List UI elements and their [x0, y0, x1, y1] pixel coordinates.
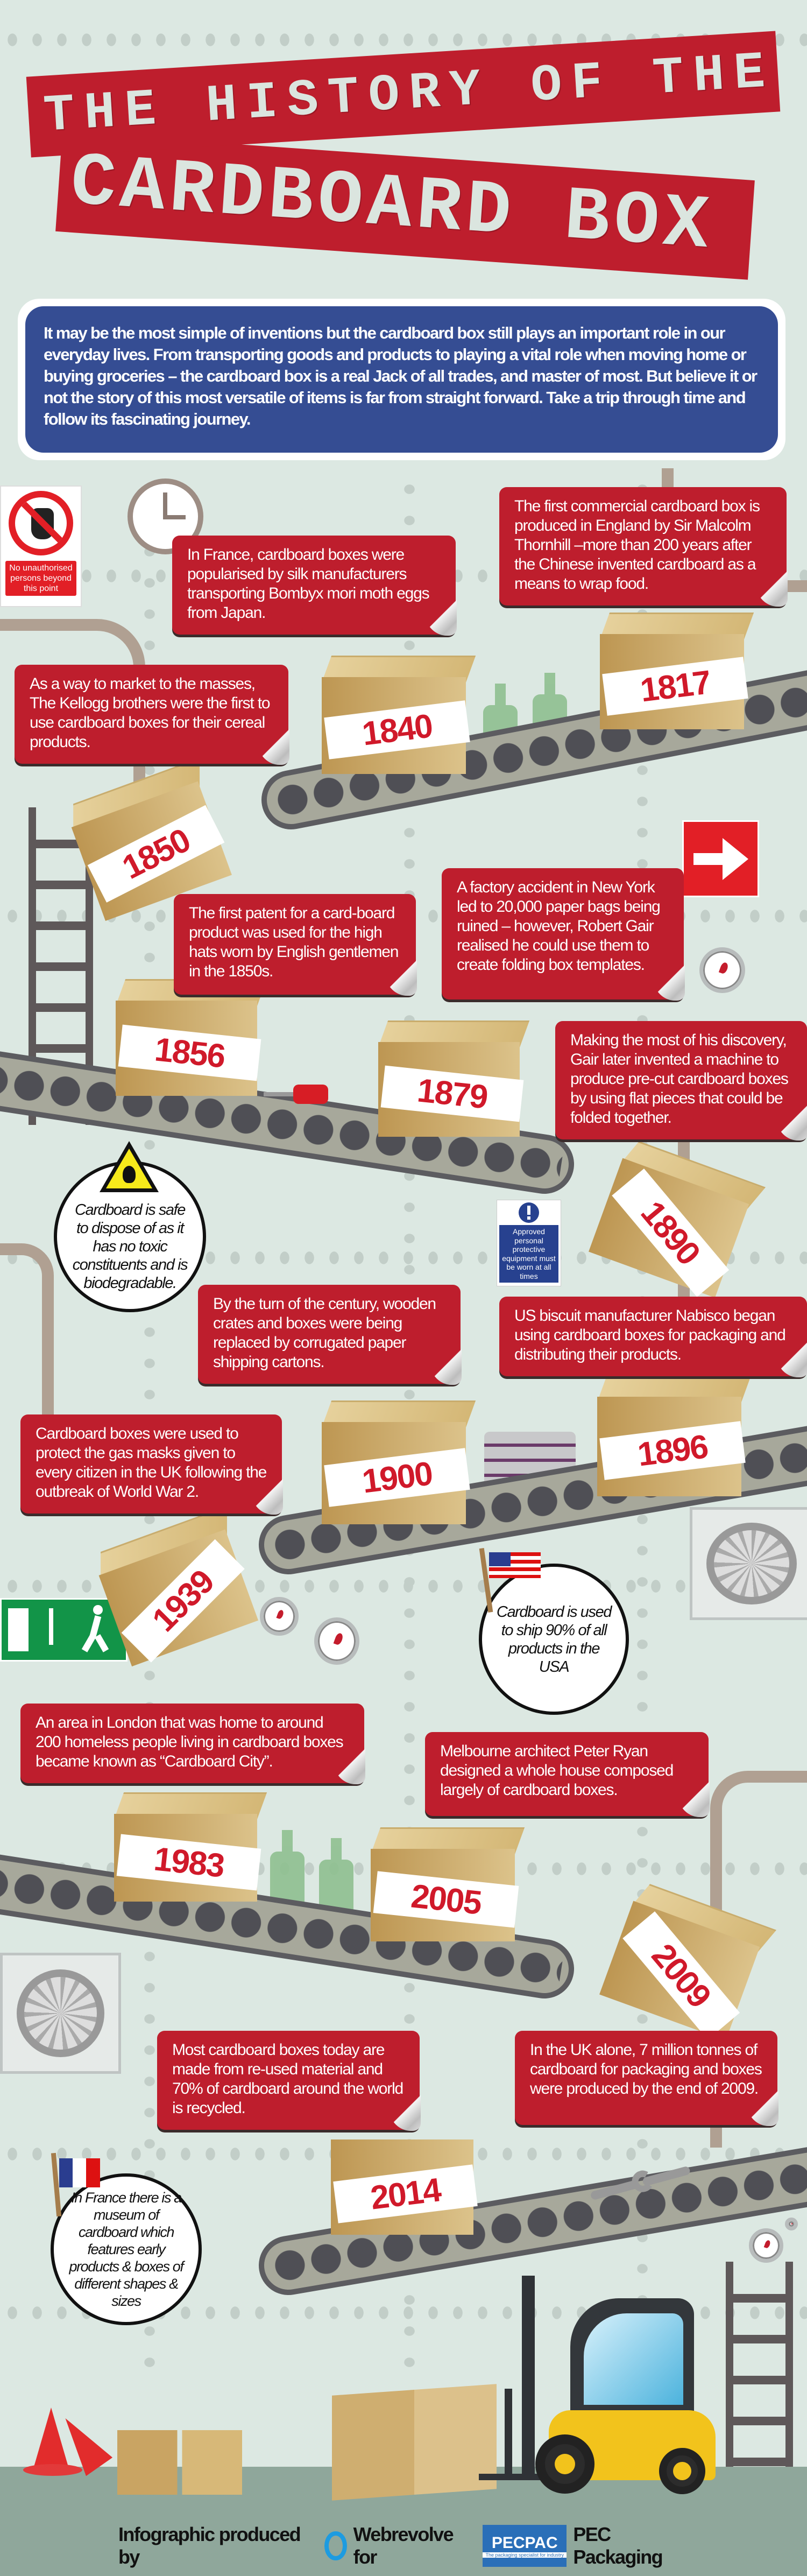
france-flag-icon — [51, 2152, 102, 2218]
box-1817: 1817 — [600, 613, 754, 729]
fact-note-1850: As a way to market to the masses, The Ke… — [15, 665, 289, 765]
pressure-gauge — [749, 2228, 783, 2263]
arrow-right-icon — [693, 853, 726, 865]
box-2014: 2014 — [331, 2139, 478, 2235]
fact-note-1983: An area in London that was home to aroun… — [20, 1704, 365, 1784]
pressure-gauge — [260, 1597, 299, 1636]
fact-note-2009: In the UK alone, 7 million tonnes of car… — [515, 2031, 778, 2126]
box-1900: 1900 — [322, 1400, 476, 1524]
box-2005: 2005 — [371, 1827, 525, 1941]
screwdriver-icon — [264, 1085, 328, 1104]
intro-panel: It may be the most simple of inventions … — [18, 299, 785, 460]
box-pile — [332, 2384, 497, 2501]
fact-note-1890: Making the most of his discovery, Gair l… — [555, 1021, 807, 1141]
fact-note-1817: The first commercial cardboard box is pr… — [499, 487, 788, 607]
no-entry-text: No unauthorised persons beyond this poin… — [5, 561, 76, 596]
title-line2: CARDBOARD BOX — [67, 139, 716, 270]
small-boxes — [117, 2430, 242, 2495]
webrevolve-logo-icon — [324, 2531, 347, 2560]
no-entry-hand-icon — [9, 491, 73, 555]
fact-note-2005: Melbourne architect Peter Ryan designed … — [425, 1732, 710, 1817]
footer-produced-by: Infographic produced by — [118, 2523, 301, 2568]
title-banner-line1: THE HISTORY OF THE — [26, 31, 781, 158]
box-1840: 1840 — [322, 656, 476, 774]
footer-agency: Webrevolve for — [353, 2523, 454, 2568]
title-banner-line2: CARDBOARD BOX — [55, 132, 755, 280]
pressure-gauge — [699, 947, 745, 993]
fact-note-1896: US biscuit manufacturer Nabisco began us… — [499, 1297, 807, 1377]
pressure-gauge — [785, 2218, 798, 2230]
fact-circle-safe: Cardboard is safe to dispose of as it ha… — [54, 1161, 206, 1312]
no-entry-sign: No unauthorised persons beyond this poin… — [0, 485, 82, 607]
fact-note-1840: In France, cardboard boxes were populari… — [172, 536, 457, 636]
footer-client: PEC Packaging — [573, 2523, 663, 2568]
fact-note-2014: Most cardboard boxes today are made from… — [157, 2031, 421, 2131]
usa-flag-icon — [479, 1547, 546, 1618]
ladder — [726, 2262, 793, 2477]
exclamation-icon — [519, 1202, 539, 1223]
box-1856: 1856 — [116, 979, 267, 1096]
fact-note-1856: The first patent for a card-board produc… — [174, 894, 417, 996]
footer-credits: Infographic produced by Webrevolve for P… — [118, 2523, 699, 2568]
fan-vent — [690, 1507, 807, 1620]
box-1983: 1983 — [114, 1792, 267, 1902]
fact-note-1900: By the turn of the century, wooden crate… — [198, 1285, 462, 1385]
fan-vent — [0, 1953, 121, 2074]
traffic-cone-icon — [23, 2408, 113, 2478]
running-man-icon — [81, 1605, 115, 1653]
box-1896: 1896 — [597, 1375, 752, 1496]
title-line1: THE HISTORY OF THE — [41, 42, 777, 146]
box-1879: 1879 — [378, 1020, 530, 1137]
ppe-text: Approved personal protective equipment m… — [499, 1225, 558, 1283]
hazard-flame-icon — [100, 1141, 159, 1192]
fact-circle-france: In France there is a museum of cardboard… — [51, 2173, 202, 2325]
exit-arrow-sign — [682, 820, 759, 897]
intro-text: It may be the most simple of inventions … — [25, 306, 778, 453]
ppe-sign: Approved personal protective equipment m… — [497, 1200, 561, 1286]
fact-note-1879: A factory accident in New York led to 20… — [442, 868, 685, 1001]
pressure-gauge — [314, 1617, 359, 1665]
pecpac-logo[interactable]: PECPAC The packaging specialist for indu… — [483, 2525, 567, 2567]
fact-circle-usa: Cardboard is used to ship 90% of all pro… — [479, 1564, 629, 1715]
forklift — [479, 2276, 716, 2494]
pipe — [0, 1243, 54, 1437]
fire-exit-sign — [0, 1598, 128, 1662]
fact-note-1939: Cardboard boxes were used to protect the… — [20, 1414, 283, 1515]
